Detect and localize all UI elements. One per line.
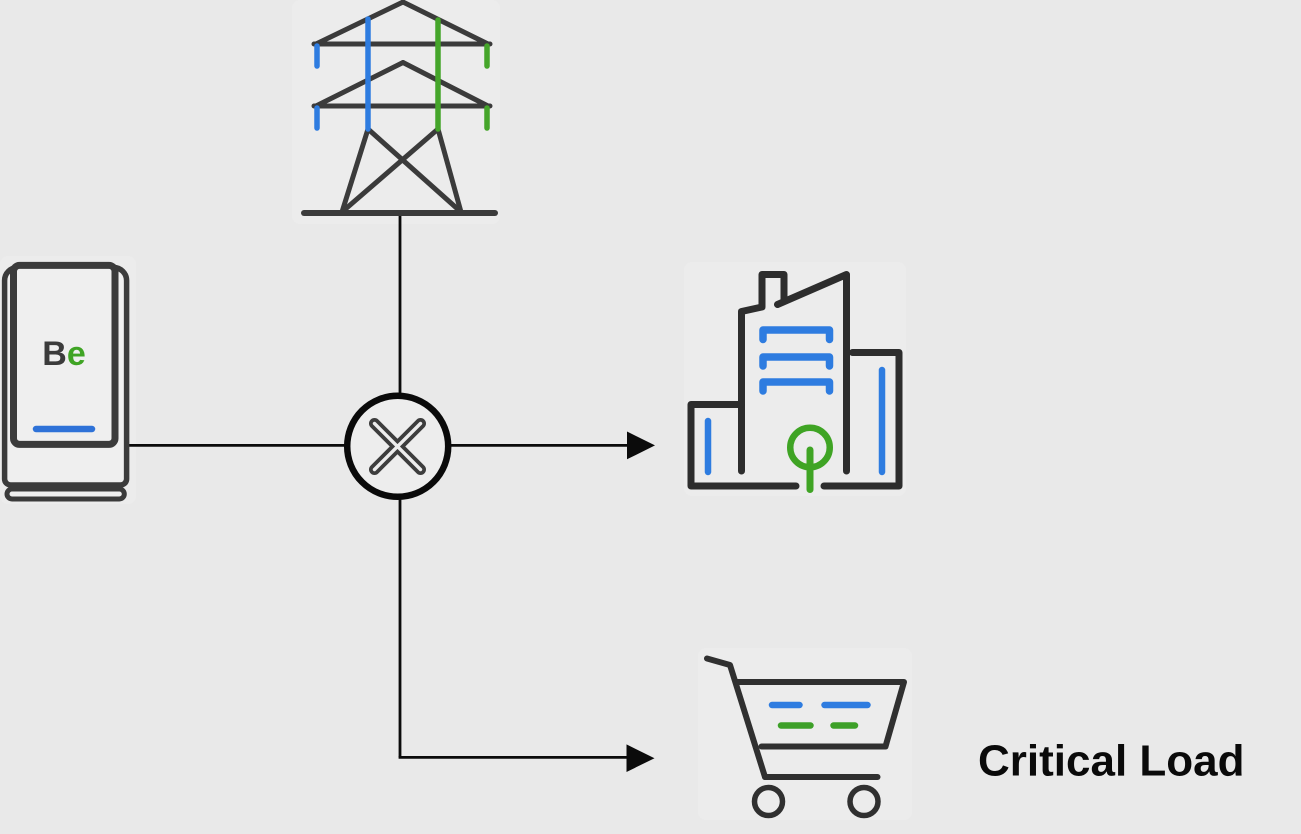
svg-text:Be: Be [42,335,85,373]
svg-text:Critical Load: Critical Load [978,737,1245,786]
